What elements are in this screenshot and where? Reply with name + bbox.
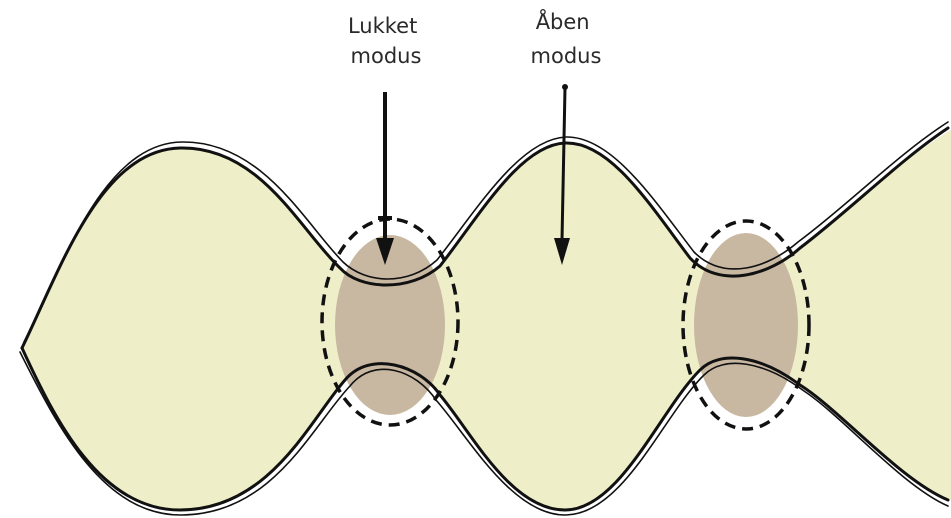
label-closed-mode-line2: modus <box>351 44 422 68</box>
label-open-mode: Åben modus <box>531 8 602 68</box>
node-left <box>335 235 445 415</box>
label-closed-mode-line1: Lukket <box>348 14 417 38</box>
arrow-closed-mode <box>376 92 394 265</box>
wave-body <box>22 130 951 510</box>
label-open-mode-line2: modus <box>531 44 602 68</box>
label-open-mode-line1: Åben <box>536 8 590 34</box>
label-closed-mode: Lukket modus <box>348 14 424 68</box>
